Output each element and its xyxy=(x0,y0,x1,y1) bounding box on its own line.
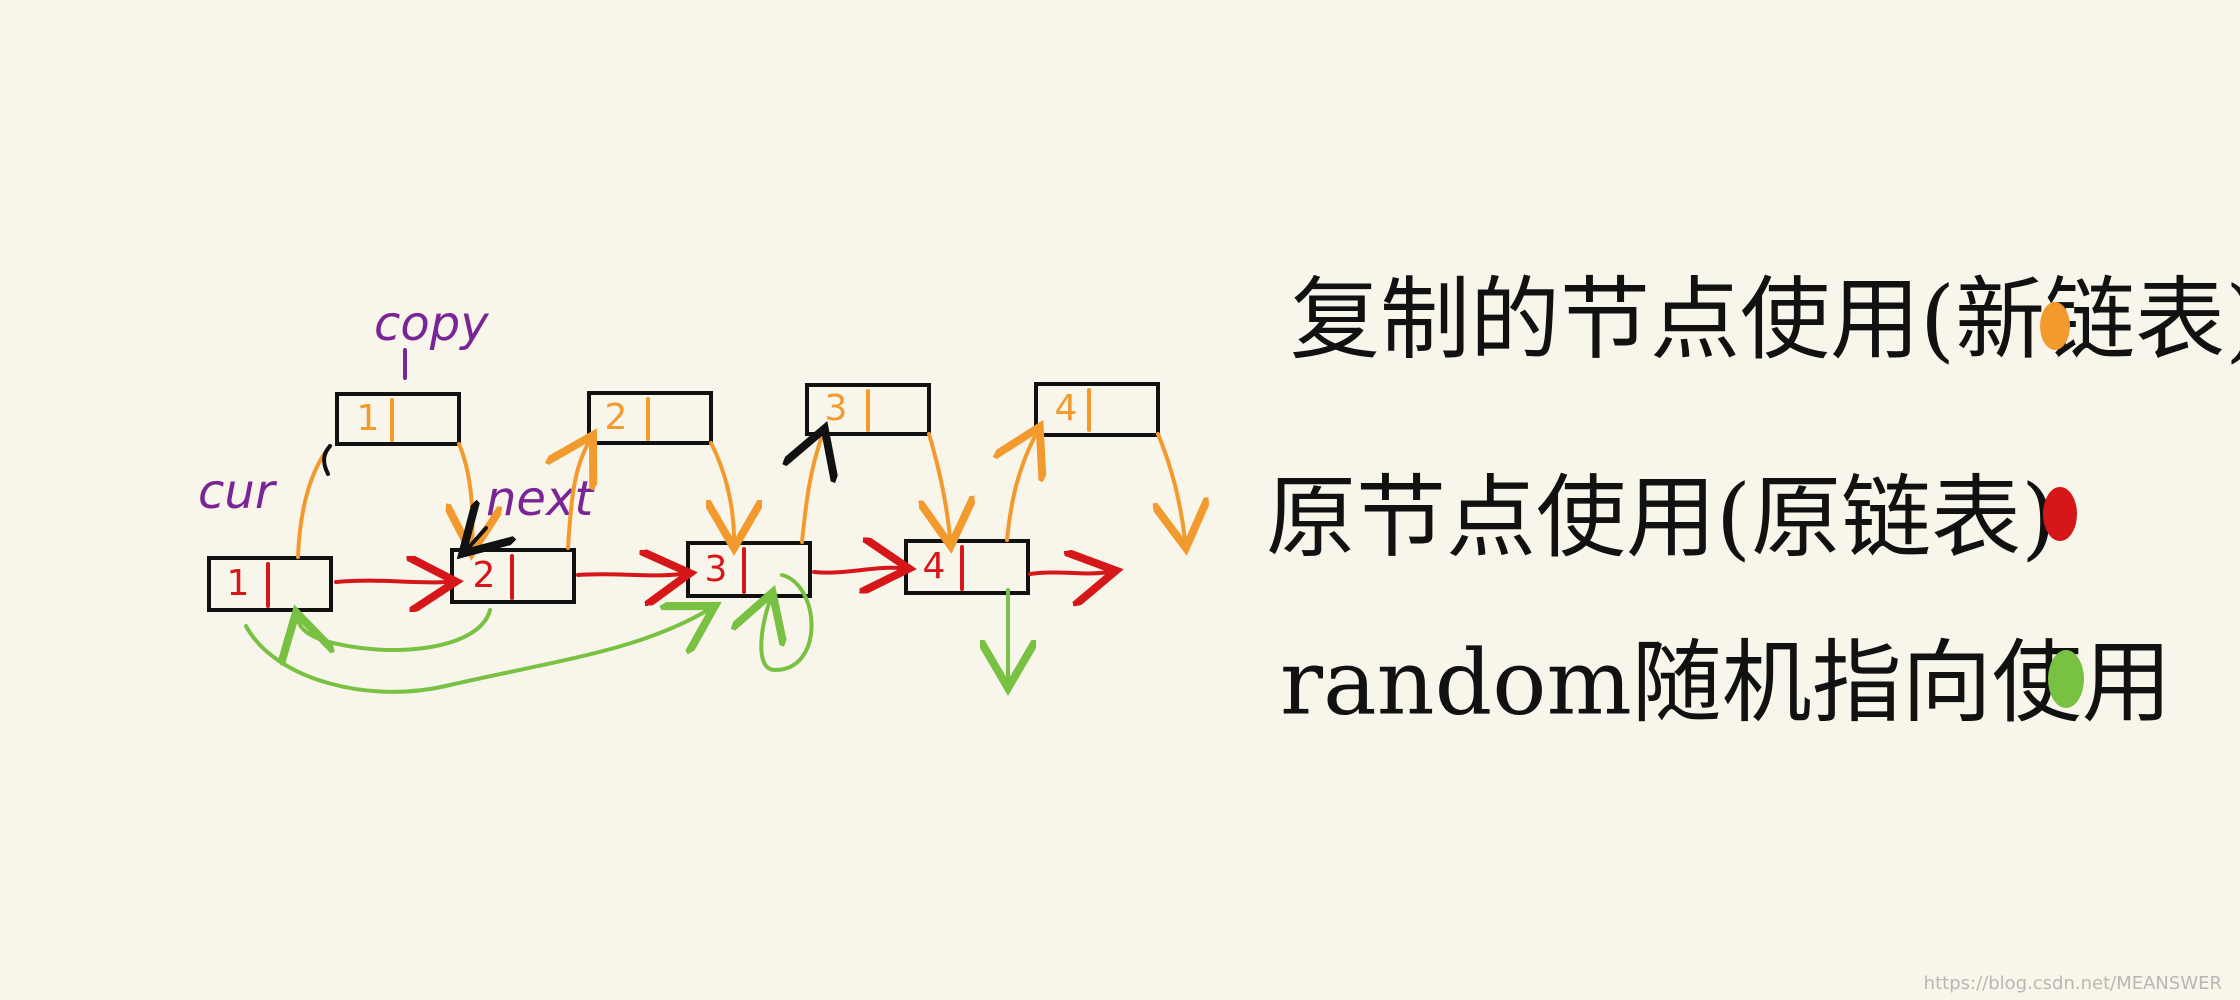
copy-node-2-value: 2 xyxy=(605,397,628,438)
copy-node-2: 2 xyxy=(587,391,713,445)
original-next-arrow-3 xyxy=(812,568,901,573)
random-arrow-1-to-3 xyxy=(244,610,708,694)
legend-original-nodes-dot xyxy=(2043,487,2077,541)
cur-label: cur xyxy=(198,464,278,520)
watermark-text: https://blog.csdn.net/MEANSWER xyxy=(1923,973,2222,994)
original-node-4-value: 4 xyxy=(923,546,946,587)
copy-link-cur-hook xyxy=(322,444,332,476)
copy-node-1-value: 1 xyxy=(357,398,380,439)
copy-node-4-value: 4 xyxy=(1055,388,1078,429)
original-node-2-value: 2 xyxy=(473,555,496,596)
copy-link-up-3 xyxy=(802,436,822,544)
copy-link-up-4 xyxy=(1007,434,1036,542)
legend-copy-nodes-text: 复制的节点使用(新链表) xyxy=(1290,267,2240,372)
original-node-4: 4 xyxy=(904,539,1030,595)
copy-label: copy xyxy=(374,296,489,352)
legend-random-pointer-text: random随机指向使用 xyxy=(1280,630,2172,735)
legend-random-pointer-dot xyxy=(2048,650,2084,708)
copy-node-1: 1 xyxy=(335,392,461,446)
legend-copy-nodes-dot xyxy=(2040,302,2070,350)
copy-link-down-4 xyxy=(1158,432,1185,540)
copy-link-down-1 xyxy=(459,442,472,545)
copy-link-up-2 xyxy=(568,442,589,550)
original-next-arrow-2 xyxy=(576,574,682,575)
original-node-3: 3 xyxy=(686,541,812,598)
next-pointer-arrow xyxy=(468,528,486,548)
original-node-3-value: 3 xyxy=(705,549,728,590)
original-next-arrow-1 xyxy=(334,581,448,583)
next-label: next xyxy=(486,471,595,527)
copy-node-4: 4 xyxy=(1034,382,1160,437)
copy-node-3-value: 3 xyxy=(825,388,848,429)
legend-original-nodes: 原节点使用(原链表) xyxy=(1266,465,2077,570)
legend-copy-nodes: 复制的节点使用(新链表) xyxy=(1290,267,2240,372)
original-node-1-value: 1 xyxy=(227,563,250,604)
original-node-2: 2 xyxy=(450,548,576,604)
random-arrow-3-self xyxy=(761,573,814,673)
original-node-1: 1 xyxy=(207,556,333,612)
legend-random-pointer: random随机指向使用 xyxy=(1280,630,2172,735)
copy-link-down-3 xyxy=(929,432,950,538)
legend-original-nodes-text: 原节点使用(原链表) xyxy=(1266,465,2056,570)
random-arrow-2-to-1 xyxy=(298,610,492,650)
original-next-arrow-4 xyxy=(1028,572,1108,574)
copy-link-down-2 xyxy=(711,441,734,540)
copy-node-3: 3 xyxy=(805,383,931,436)
